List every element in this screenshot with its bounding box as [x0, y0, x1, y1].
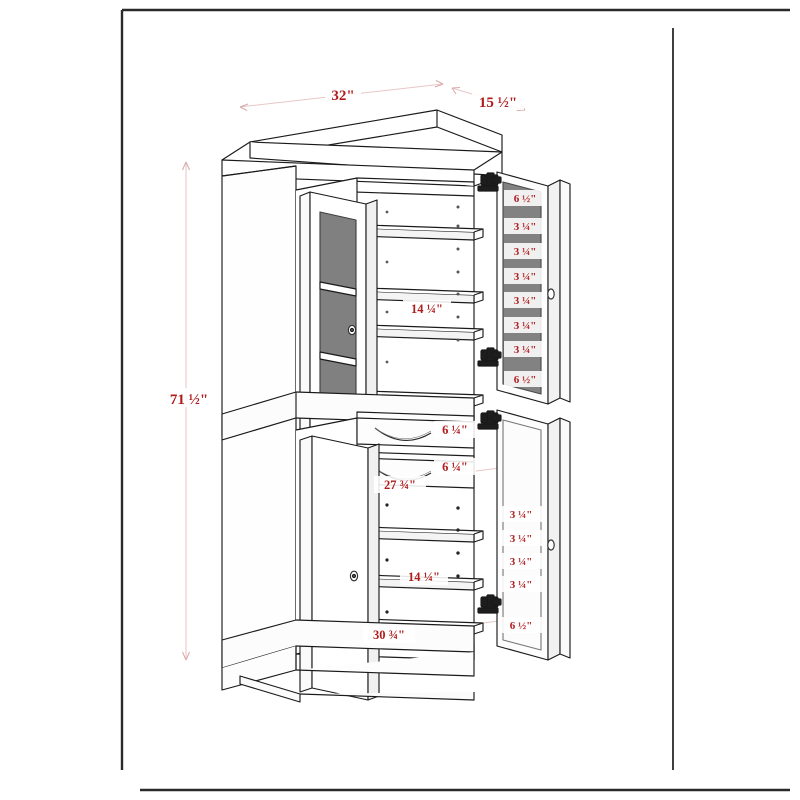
- upper-door-hole-labels: 6 ½" 3 ¼" 3 ¼" 3 ¼" 3 ¼" 3 ¼" 3 ¼" 6 ½": [504, 190, 546, 387]
- upper-door-hinge-top: [477, 172, 502, 192]
- dim-upper-hole-8: 6 ½": [514, 374, 537, 386]
- dim-base-span: 30 ¾": [373, 628, 405, 642]
- dim-lower-hole-1: 3 ¼": [510, 509, 533, 521]
- dim-upper-hole-2: 3 ¼": [514, 221, 537, 233]
- dim-depth-top: 15 ½": [479, 95, 517, 111]
- upper-right-door[interactable]: [496, 171, 571, 405]
- dim-upper-hole-5: 3 ¼": [514, 295, 537, 307]
- dim-upper-shelf-depth: 14 ¼": [411, 302, 443, 316]
- shelf-pin-holes-upper: [385, 205, 460, 364]
- lower-left-door[interactable]: [299, 435, 380, 701]
- upper-door-hinge-bottom: [477, 347, 502, 367]
- dim-upper-hole-7: 3 ¼": [514, 344, 537, 356]
- lower-shelf-1: [356, 526, 484, 543]
- dim-upper-hole-4: 3 ¼": [514, 271, 537, 283]
- dim-drawer-lower: 6 ¼": [442, 460, 468, 474]
- dim-lower-hole-4: 3 ¼": [510, 579, 533, 591]
- dim-upper-hole-6: 3 ¼": [514, 320, 537, 332]
- cabinet-body: [221, 109, 571, 703]
- shelf-pin-holes-lower: [385, 503, 460, 614]
- dim-lower-hole-2: 3 ¼": [510, 533, 533, 545]
- dim-drawer-span: 27 ¾": [384, 478, 416, 492]
- dim-lower-shelf-depth: 14 ¼": [408, 570, 440, 584]
- lower-door-hole-labels: 3 ¼" 3 ¼" 3 ¼" 3 ¼" 6 ½": [500, 506, 542, 633]
- dim-lower-hole-3: 3 ¼": [510, 556, 533, 568]
- lower-door-hinge-bottom: [477, 594, 502, 614]
- dim-upper-hole-1: 6 ½": [514, 193, 537, 205]
- dimension-labels: 32" 15 ½" 71 ½" 14 ¼" 14 ¼" 6 ¼" 6 ¼" 27…: [166, 86, 546, 643]
- lower-door-hinge-top: [477, 410, 502, 430]
- dim-upper-hole-3: 3 ¼": [514, 246, 537, 258]
- dim-height-left: 71 ½": [170, 392, 208, 408]
- page-border: [120, 8, 790, 792]
- dim-width-top: 32": [331, 88, 354, 104]
- dim-lower-hole-5: 6 ½": [510, 620, 533, 632]
- dim-drawer-upper: 6 ¼": [442, 423, 468, 437]
